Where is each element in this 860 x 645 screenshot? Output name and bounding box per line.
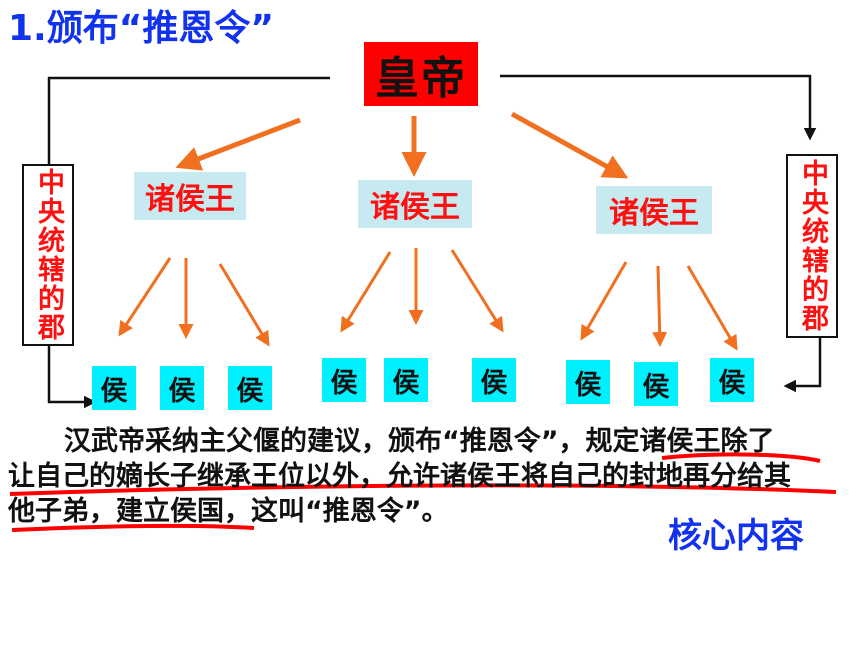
emperor-arrows	[175, 111, 629, 179]
emperor-box: 皇帝	[364, 42, 478, 106]
commandery-right: 中央统辖的郡	[786, 154, 838, 338]
arrow-king3-hou1	[580, 261, 628, 341]
arrow-emperor-king-1	[175, 117, 301, 171]
marquis-box-6: 侯	[472, 358, 516, 402]
control-lines	[47, 74, 822, 409]
right-control-line	[500, 74, 817, 141]
arrow-king3-hou3	[686, 265, 738, 351]
king-box-1: 诸侯王	[134, 172, 246, 220]
arrow-king3-hou2	[652, 265, 668, 347]
paragraph-line-1: 汉武帝采纳主父偃的建议，颁布“推恩令”，规定诸侯王除了	[8, 424, 854, 459]
underline-3	[11, 523, 255, 532]
underline-2	[9, 483, 837, 496]
page-title: 1.颁布“推恩令”	[8, 8, 275, 49]
underlines	[9, 452, 837, 532]
paragraph-line-3a: 他子弟，建立侯国，	[8, 496, 251, 527]
marquis-box-3: 侯	[228, 366, 272, 410]
commandery-left-label: 中央统辖的郡	[33, 168, 64, 342]
left-control-line-lower	[47, 340, 97, 409]
arrow-king1-hou3	[218, 263, 270, 347]
arrow-emperor-king-3	[510, 111, 629, 179]
right-control-line-lower	[783, 336, 822, 393]
paragraph-line-1b: 定诸侯王除了	[612, 426, 775, 457]
marquis-box-7: 侯	[566, 360, 610, 404]
marquis-box-1: 侯	[92, 366, 136, 410]
commandery-right-label: 中央统辖的郡	[797, 159, 828, 333]
paragraph-line-1a: 汉武帝采纳主父偃的建议，颁布“推恩令”，规	[64, 426, 613, 457]
left-control-line	[47, 76, 330, 168]
arrow-king1-hou1	[118, 257, 172, 337]
underline-1	[661, 452, 821, 463]
king-box-3: 诸侯王	[596, 186, 712, 234]
marquis-box-5: 侯	[384, 358, 428, 402]
paragraph-line-2: 让自己的嫡长子继承王位以外，允许诸侯王将自己的封地再分给其	[8, 461, 791, 492]
marquis-box-9: 侯	[710, 358, 754, 402]
marquis-box-2: 侯	[160, 366, 204, 410]
arrow-king2-hou3	[450, 249, 504, 333]
core-content-label: 核心内容	[668, 516, 804, 556]
commandery-left: 中央统辖的郡	[22, 164, 74, 346]
arrow-king2-hou1	[340, 251, 392, 333]
king-arrows	[118, 248, 738, 351]
king-box-2: 诸侯王	[358, 180, 472, 228]
marquis-box-8: 侯	[634, 362, 678, 406]
paragraph-line-3b: 这叫“推恩令”。	[251, 496, 449, 527]
paragraph-line-3: 他子弟，建立侯国，这叫“推恩令”。	[8, 494, 854, 529]
description-paragraph: 汉武帝采纳主父偃的建议，颁布“推恩令”，规定诸侯王除了 让自己的嫡长子继承王位以…	[8, 424, 854, 529]
marquis-box-4: 侯	[322, 358, 366, 402]
